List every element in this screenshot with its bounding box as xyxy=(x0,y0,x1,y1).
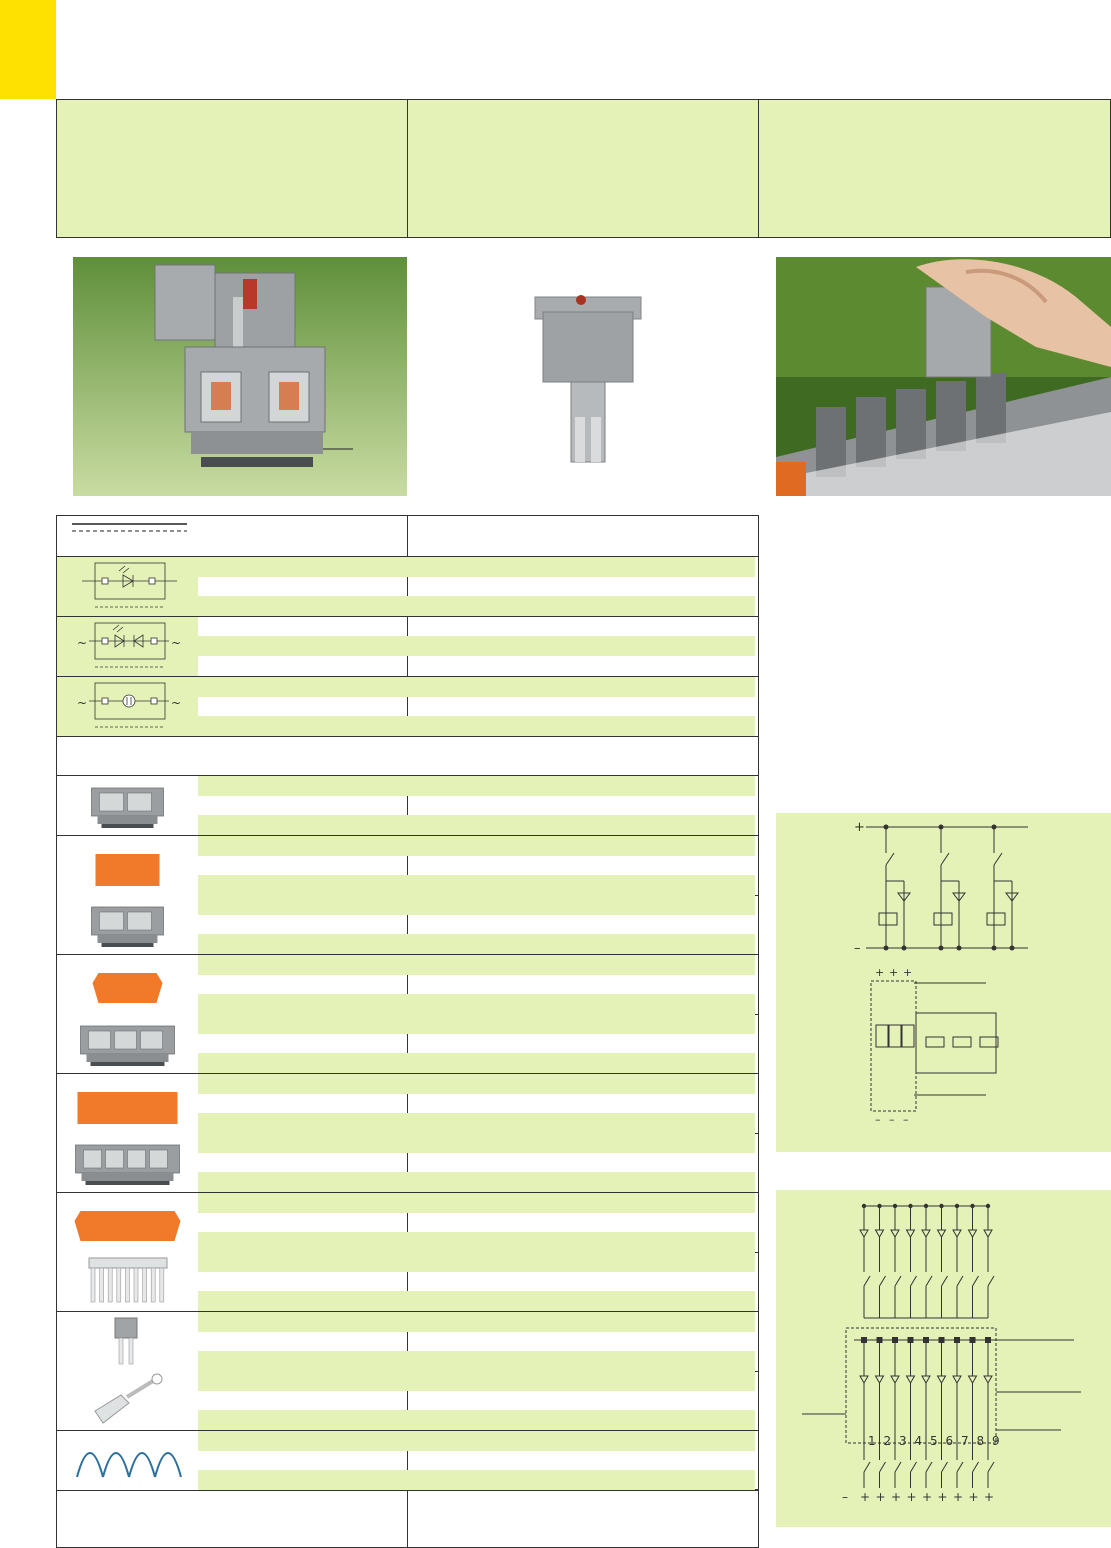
terminal-sign-label: + xyxy=(938,1490,948,1504)
diagram-one-sign: + xyxy=(889,966,898,979)
terminal-number-label: 5 xyxy=(930,1434,938,1448)
terminal-block-4-gray-icon xyxy=(57,1133,198,1192)
wire-loops-icon xyxy=(57,1430,198,1490)
terminal-number-label: 8 xyxy=(977,1434,985,1448)
end-plate-orange-large-icon xyxy=(57,1073,198,1133)
terminal-number-label: 6 xyxy=(946,1434,954,1448)
terminal-number-label: 2 xyxy=(884,1434,892,1448)
hand-inserting-plug-photo xyxy=(776,257,1111,496)
u-jumper-icon xyxy=(57,1311,198,1371)
header-box-middle xyxy=(407,99,759,238)
svg-text:~: ~ xyxy=(77,636,87,650)
svg-text:~: ~ xyxy=(171,696,181,710)
terminal-number-label: 9 xyxy=(992,1434,1000,1448)
terminal-block-2-compact-icon xyxy=(57,895,198,954)
led-module-dc-symbol-icon xyxy=(57,557,198,616)
end-plate-orange-small-icon xyxy=(57,835,198,895)
svg-text:~: ~ xyxy=(77,696,87,710)
svg-text:–: – xyxy=(854,941,861,956)
terminal-sign-label: + xyxy=(969,1490,979,1504)
terminal-number-label: 7 xyxy=(961,1434,969,1448)
terminal-sign-label: + xyxy=(876,1490,886,1504)
component-plug-photo xyxy=(407,257,759,496)
accessories-section-header xyxy=(57,737,758,775)
terminal-number-label: 4 xyxy=(915,1434,923,1448)
terminal-sign-label: + xyxy=(953,1490,963,1504)
diagram-one-sign: + xyxy=(875,966,884,979)
terminal-sign-label: + xyxy=(922,1490,932,1504)
terminal-block-photo xyxy=(73,257,407,496)
svg-text:–: – xyxy=(889,1113,895,1126)
end-plate-orange-xl-icon xyxy=(57,1192,198,1252)
header-box-right xyxy=(758,99,1111,238)
comb-jumper-icon xyxy=(57,1252,198,1311)
svg-text:+: + xyxy=(854,820,865,835)
terminal-number-label: 1 xyxy=(868,1434,876,1448)
section-color-tab xyxy=(0,0,56,99)
svg-text:~: ~ xyxy=(171,636,181,650)
diagram-one-sign: + xyxy=(903,966,912,979)
terminal-number-label: 3 xyxy=(899,1434,907,1448)
terminal-sign-label: + xyxy=(891,1490,901,1504)
product-table: ~ ~ ~ ~ xyxy=(56,515,759,1548)
wiring-diagram-terminal-strip: 1 +2 +3 +4 +5 +6 +7 +8 +9 + – xyxy=(776,1190,1111,1527)
wiring-diagram-relays: + – + + + – – – xyxy=(776,813,1111,1152)
legend-cell xyxy=(57,516,198,556)
terminal-sign-label: + xyxy=(860,1490,870,1504)
header-box-left xyxy=(56,99,408,238)
row-divider xyxy=(57,556,758,557)
lamp-module-ac-symbol-icon: ~ ~ xyxy=(57,677,198,736)
end-plate-orange-flanged-icon xyxy=(57,954,198,1014)
led-module-ac-symbol-icon: ~ ~ xyxy=(57,617,198,676)
svg-text:–: – xyxy=(875,1113,881,1126)
svg-text:–: – xyxy=(903,1113,909,1126)
terminal-block-3-gray-icon xyxy=(57,1014,198,1073)
operating-tool-icon xyxy=(57,1371,198,1430)
svg-text:–: – xyxy=(842,1490,848,1504)
terminal-sign-label: + xyxy=(907,1490,917,1504)
terminal-block-2-gray-icon xyxy=(57,776,198,835)
terminal-sign-label: + xyxy=(984,1490,994,1504)
